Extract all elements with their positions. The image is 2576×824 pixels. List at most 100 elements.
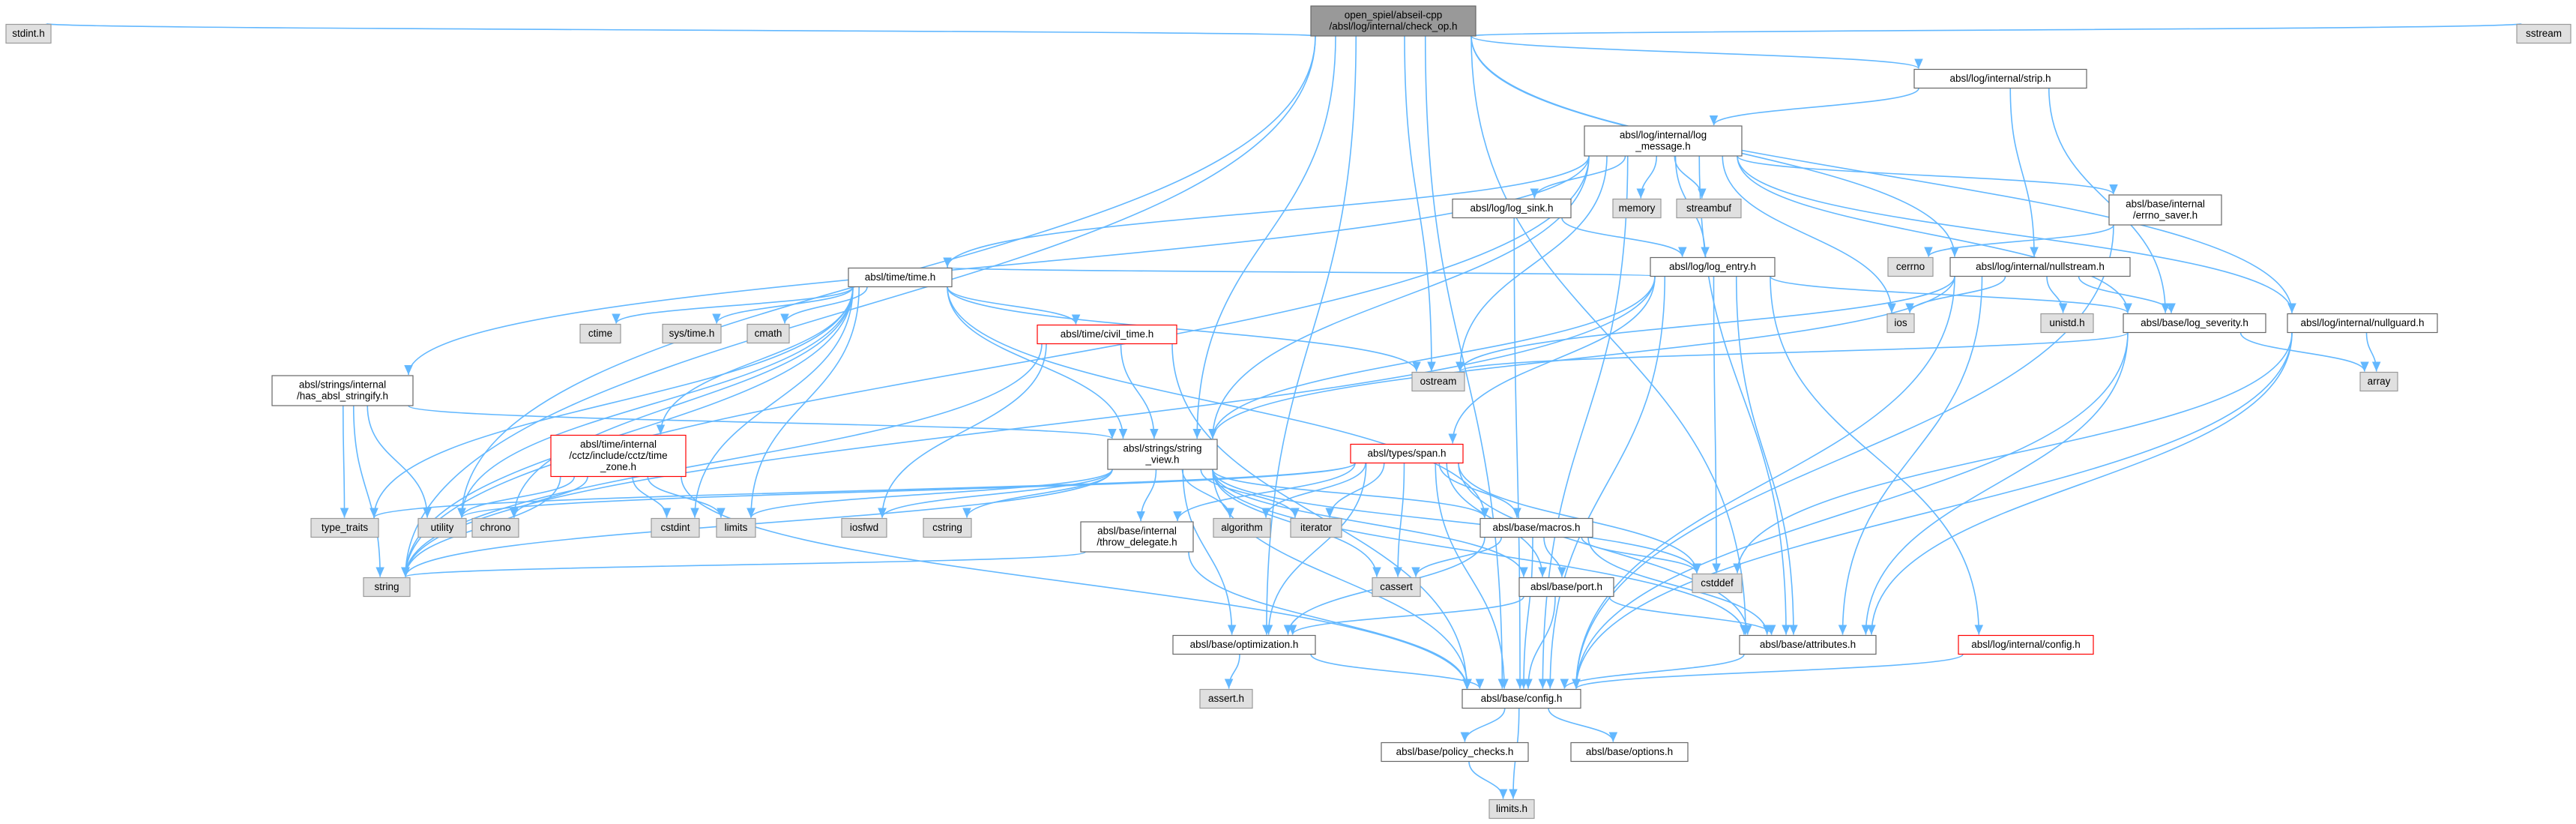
node-strip[interactable]: absl/log/internal/strip.h: [1913, 68, 2087, 89]
node-box-cmath: [746, 323, 790, 344]
node-macros[interactable]: absl/base/macros.h: [1479, 517, 1593, 538]
edge-logmsg-to-nullguard: [1737, 155, 2296, 313]
node-limitsh[interactable]: limits.h: [1488, 799, 1535, 820]
node-optim[interactable]: absl/base/optimization.h: [1172, 634, 1316, 655]
node-cerrno[interactable]: cerrno: [1887, 256, 1934, 277]
node-iosfwd[interactable]: iosfwd: [841, 517, 887, 538]
node-box-optim: [1172, 634, 1316, 655]
node-box-sstream: [2516, 23, 2572, 44]
edge-optim-to-asserth: [1224, 654, 1240, 689]
node-box-unistd: [2040, 313, 2094, 334]
node-box-strview: [1107, 439, 1218, 470]
node-policy[interactable]: absl/base/policy_checks.h: [1381, 742, 1529, 763]
node-unistd[interactable]: unistd.h: [2040, 313, 2094, 334]
node-chrono[interactable]: chrono: [471, 517, 519, 538]
node-cmath[interactable]: cmath: [746, 323, 790, 344]
node-label-cstdint: cstdint: [660, 522, 690, 533]
node-port[interactable]: absl/base/port.h: [1518, 577, 1614, 598]
node-label-chrono: chrono: [480, 522, 510, 533]
node-box-iosfwd: [841, 517, 887, 538]
edge-root-to-nullguard: [1471, 35, 2296, 313]
node-ctime[interactable]: ctime: [579, 323, 621, 344]
edge-macros-to-attrs: [1587, 537, 1772, 635]
node-label-logmsg: absl/log/internal/log: [1620, 130, 1707, 141]
node-box-systime: [662, 323, 722, 344]
node-box-cassert: [1372, 577, 1421, 598]
edge-port-to-optim: [1288, 596, 1524, 635]
node-cctz[interactable]: absl/time/internal/cctz/include/cctz/tim…: [550, 434, 687, 478]
node-memory[interactable]: memory: [1612, 198, 1662, 219]
node-sstream[interactable]: sstream: [2516, 23, 2572, 44]
node-severity[interactable]: absl/base/log_severity.h: [2123, 313, 2266, 334]
node-nullguard[interactable]: absl/log/internal/nullguard.h: [2287, 313, 2438, 334]
node-label-ostream: ostream: [1420, 376, 1457, 387]
edge-logentry-to-severity: [1770, 275, 2132, 314]
node-box-logsink: [1452, 198, 1572, 219]
node-options[interactable]: absl/base/options.h: [1570, 742, 1689, 763]
node-utility[interactable]: utility: [417, 517, 467, 538]
edge-logmsg-to-attrs: [1698, 155, 1791, 635]
node-systime[interactable]: sys/time.h: [662, 323, 722, 344]
node-strview[interactable]: absl/strings/string_view.h: [1107, 439, 1218, 470]
edge-span-to-iterator: [1325, 463, 1385, 518]
node-string[interactable]: string: [363, 577, 411, 598]
node-logentry[interactable]: absl/log/log_entry.h: [1650, 256, 1776, 277]
node-typetraits[interactable]: type_traits: [310, 517, 379, 538]
node-timeh[interactable]: absl/time/time.h: [848, 267, 953, 288]
edge-logentry-to-logconfig: [1770, 276, 1984, 635]
edge-policy-to-limitsh: [1468, 761, 1508, 799]
node-ios[interactable]: ios: [1886, 313, 1915, 334]
node-hasstr[interactable]: absl/strings/internal/has_absl_stringify…: [271, 375, 414, 406]
node-cassert[interactable]: cassert: [1372, 577, 1421, 598]
node-cstring[interactable]: cstring: [923, 517, 972, 538]
edge-logentry-to-timeh: [944, 266, 1656, 278]
node-iterator[interactable]: iterator: [1290, 517, 1342, 538]
node-limits[interactable]: limits: [716, 517, 756, 538]
edge-span-to-algorithm: [1261, 463, 1366, 518]
edge-hasstr-to-typetraits: [340, 405, 349, 518]
node-label-optim: absl/base/optimization.h: [1190, 639, 1299, 650]
node-label-cmath: cmath: [755, 328, 782, 339]
node-algorithm[interactable]: algorithm: [1213, 517, 1271, 538]
node-root[interactable]: open_spiel/abseil-cpp/absl/log/internal/…: [1310, 5, 1476, 37]
node-box-port: [1518, 577, 1614, 598]
node-attrs[interactable]: absl/base/attributes.h: [1739, 634, 1877, 655]
edge-severity-to-attrs: [1861, 332, 2129, 635]
node-box-strip: [1913, 68, 2087, 89]
edge-logconfig-to-config: [1572, 653, 1964, 690]
edge-root-to-string: [401, 35, 1316, 577]
edge-nullstream-to-severity: [2078, 276, 2176, 313]
node-civil[interactable]: absl/time/civil_time.h: [1037, 324, 1177, 345]
edge-nullguard-to-attrs: [1867, 332, 2293, 635]
node-logconfig[interactable]: absl/log/internal/config.h: [1958, 634, 2094, 655]
node-label-typetraits: type_traits: [322, 522, 369, 533]
edge-logmsg-to-memory: [1636, 155, 1658, 199]
edge-port-to-config: [1524, 596, 1556, 689]
node-config[interactable]: absl/base/config.h: [1462, 688, 1581, 709]
node-ostream[interactable]: ostream: [1411, 371, 1465, 392]
node-streambuf[interactable]: streambuf: [1676, 198, 1742, 219]
node-throwdel[interactable]: absl/base/internal/throw_delegate.h: [1080, 521, 1194, 553]
edge-span-to-macros: [1438, 463, 1521, 518]
node-label-algorithm: algorithm: [1221, 522, 1263, 533]
node-errno[interactable]: absl/base/internal/errno_saver.h: [2108, 194, 2222, 226]
node-box-memory: [1612, 198, 1662, 219]
node-nullstream[interactable]: absl/log/internal/nullstream.h: [1949, 256, 2131, 277]
node-label-policy: absl/base/policy_checks.h: [1396, 746, 1514, 757]
edge-civil-to-iosfwd: [878, 343, 1047, 518]
node-logmsg[interactable]: absl/log/internal/log_message.h: [1584, 125, 1743, 157]
node-array[interactable]: array: [2359, 371, 2398, 392]
node-box-timeh: [848, 267, 953, 288]
node-span[interactable]: absl/types/span.h: [1350, 443, 1464, 464]
node-label-cstring: cstring: [932, 522, 962, 533]
node-label-memory: memory: [1619, 202, 1656, 214]
node-cstddef[interactable]: cstddef: [1692, 573, 1743, 594]
node-stdint[interactable]: stdint.h: [5, 23, 52, 44]
node-cstdint[interactable]: cstdint: [651, 517, 700, 538]
node-logsink[interactable]: absl/log/log_sink.h: [1452, 198, 1572, 219]
node-asserth[interactable]: assert.h: [1199, 688, 1253, 709]
node-box-severity: [2123, 313, 2266, 334]
edge-strview-to-optim: [1182, 469, 1237, 635]
edge-timeh-to-cmath: [780, 286, 868, 324]
